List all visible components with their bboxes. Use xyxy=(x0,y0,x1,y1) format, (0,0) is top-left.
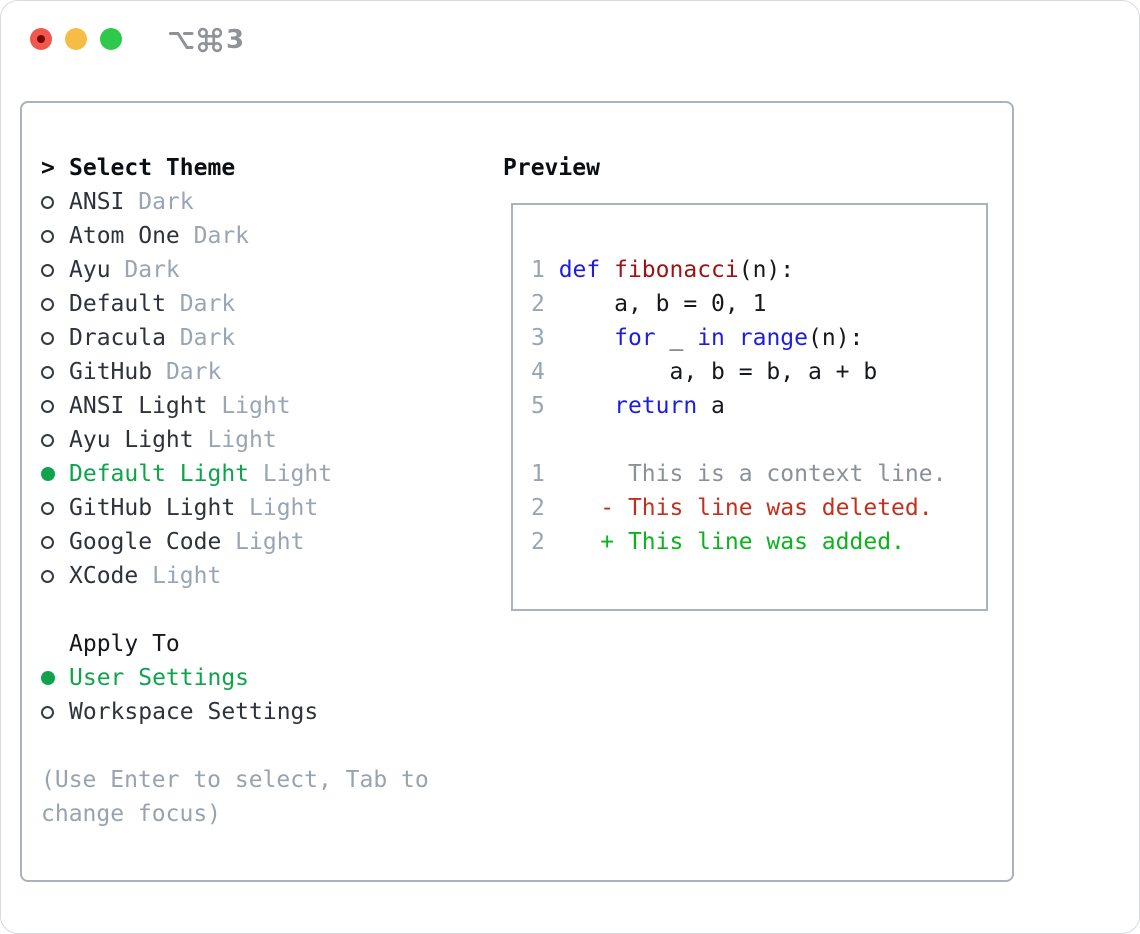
option-variant: Dark xyxy=(165,325,236,351)
option-name: GitHub xyxy=(69,359,153,385)
radio-icon xyxy=(41,263,54,277)
option-name: User Settings xyxy=(69,665,250,691)
code-line: 2 + This line was added. xyxy=(531,529,905,555)
radio-icon xyxy=(41,365,54,379)
radio-icon xyxy=(41,705,54,719)
radio-icon xyxy=(41,467,55,481)
code-line: 1 This is a context line. xyxy=(531,461,947,487)
theme-list-title: Select Theme xyxy=(69,155,236,181)
option-name: Atom One xyxy=(69,223,180,249)
option-name: Default Light xyxy=(69,461,250,487)
radio-icon xyxy=(41,297,54,311)
option-name: Ayu xyxy=(69,257,111,283)
apply-to-header: Apply To xyxy=(41,627,318,661)
apply-to-option[interactable]: User Settings xyxy=(41,661,318,695)
option-key-icon xyxy=(167,26,195,54)
help-text: (Use Enter to select, Tab to change focu… xyxy=(41,763,429,831)
option-name: Google Code xyxy=(69,529,222,555)
code-line: 1 def fibonacci(n): xyxy=(531,257,795,283)
theme-option[interactable]: Default Light Light xyxy=(41,457,332,491)
option-name: ANSI Light xyxy=(69,393,208,419)
option-variant: Dark xyxy=(165,291,236,317)
code-line: 3 for _ in range(n): xyxy=(531,325,864,351)
code-line: 2 - This line was deleted. xyxy=(531,495,933,521)
traffic-lights xyxy=(30,28,122,50)
apply-to-title: Apply To xyxy=(69,631,180,657)
radio-icon xyxy=(41,331,54,345)
radio-icon xyxy=(41,671,55,685)
code-line: 5 return a xyxy=(531,393,725,419)
apply-to-section: Apply To User Settings Workspace Setting… xyxy=(41,627,318,729)
theme-option[interactable]: Ayu Dark xyxy=(41,253,332,287)
theme-option[interactable]: ANSI Dark xyxy=(41,185,332,219)
theme-option[interactable]: Google Code Light xyxy=(41,525,332,559)
option-variant: Light xyxy=(193,427,277,453)
option-variant: Light xyxy=(235,495,319,521)
zoom-button[interactable] xyxy=(100,28,122,50)
theme-option[interactable]: Default Dark xyxy=(41,287,332,321)
option-name: Dracula xyxy=(69,325,166,351)
preview-box: 1 def fibonacci(n): 2 a, b = 0, 1 3 for _ … xyxy=(511,203,988,611)
option-name: ANSI xyxy=(69,189,125,215)
apply-to-option[interactable]: Workspace Settings xyxy=(41,695,318,729)
option-variant: Light xyxy=(207,393,291,419)
radio-icon xyxy=(41,535,54,549)
command-key-icon xyxy=(196,26,224,54)
radio-icon xyxy=(41,433,54,447)
code-line: 4 a, b = b, a + b xyxy=(531,359,878,385)
unsaved-dot-icon xyxy=(37,35,45,43)
radio-icon xyxy=(41,569,54,583)
option-name: GitHub Light xyxy=(69,495,236,521)
option-variant: Light xyxy=(249,461,333,487)
theme-list: > Select Theme ANSI Dark Atom One Dark A… xyxy=(41,151,332,593)
theme-option[interactable]: Ayu Light Light xyxy=(41,423,332,457)
option-name: Default xyxy=(69,291,166,317)
preview-title: Preview xyxy=(503,155,600,181)
theme-option[interactable]: GitHub Light Light xyxy=(41,491,332,525)
preview-header: Preview xyxy=(503,151,600,185)
code-line: 2 a, b = 0, 1 xyxy=(531,291,767,317)
option-name: Workspace Settings xyxy=(69,699,319,725)
cursor-icon: > xyxy=(41,155,55,181)
code-line xyxy=(531,423,986,457)
option-variant: Light xyxy=(138,563,222,589)
theme-option[interactable]: Dracula Dark xyxy=(41,321,332,355)
radio-icon xyxy=(41,229,54,243)
radio-icon xyxy=(41,399,54,413)
option-variant: Light xyxy=(221,529,305,555)
radio-icon xyxy=(41,501,54,515)
option-variant: Dark xyxy=(152,359,222,385)
option-variant: Dark xyxy=(110,257,180,283)
shortcut-number: 3 xyxy=(226,25,245,55)
help-text-line-2: change focus) xyxy=(41,801,222,827)
titlebar: 3 xyxy=(1,1,1139,77)
close-button[interactable] xyxy=(30,28,52,50)
settings-panel: > Select Theme ANSI Dark Atom One Dark A… xyxy=(20,101,1014,882)
theme-option[interactable]: GitHub Dark xyxy=(41,355,332,389)
theme-list-header: > Select Theme xyxy=(41,151,332,185)
theme-option[interactable]: Atom One Dark xyxy=(41,219,332,253)
theme-option[interactable]: XCode Light xyxy=(41,559,332,593)
minimize-button[interactable] xyxy=(65,28,87,50)
code-preview: 1 def fibonacci(n): 2 a, b = 0, 1 3 for _ … xyxy=(513,205,986,559)
option-name: Ayu Light xyxy=(69,427,194,453)
option-variant: Dark xyxy=(124,189,194,215)
window-shortcut-label: 3 xyxy=(167,23,244,57)
option-name: XCode xyxy=(69,563,139,589)
help-text-line-1: (Use Enter to select, Tab to xyxy=(41,767,429,793)
option-variant: Dark xyxy=(179,223,250,249)
theme-option[interactable]: ANSI Light Light xyxy=(41,389,332,423)
radio-icon xyxy=(41,195,54,209)
